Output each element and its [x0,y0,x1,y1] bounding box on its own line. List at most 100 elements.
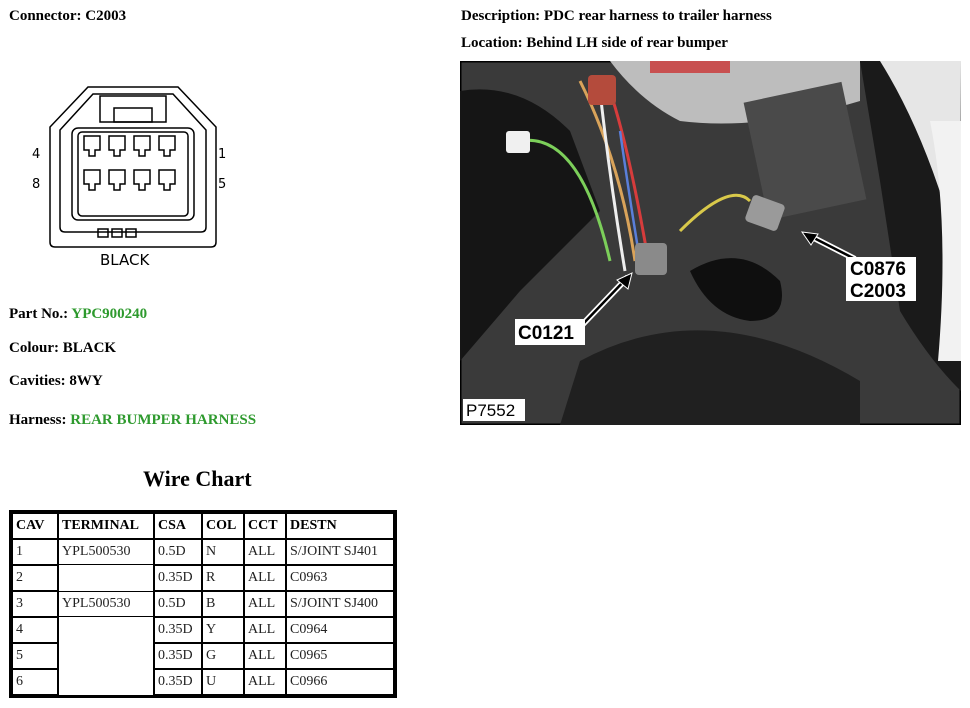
header-cav: CAV [12,513,58,539]
cell-cav: 1 [12,539,58,565]
cell-terminal [58,565,154,591]
cell-destn: C0965 [286,643,394,669]
table-header-row: CAV TERMINAL CSA COL CCT DESTN [12,513,394,539]
header-col: COL [202,513,244,539]
cell-terminal [58,617,154,643]
callout-arrow-c0121-line [581,278,627,326]
cell-destn: S/JOINT SJ400 [286,591,394,617]
harness-value: REAR BUMPER HARNESS [70,412,257,428]
description-label: Description: [461,8,541,24]
bumper-highlight [880,61,961,261]
cell-col: Y [202,617,244,643]
cell-cct: ALL [244,617,286,643]
connector-outline-outer [49,86,217,248]
cell-destn: C0966 [286,669,394,695]
cavity-row-top [83,135,176,157]
description-value: PDC rear harness to trailer harness [543,8,772,24]
wire-green [519,138,612,262]
red-plug [588,75,616,105]
pin-label-4: 4 [32,147,40,162]
cell-terminal [58,669,154,695]
cell-csa: 0.35D [154,669,202,695]
cavity-block-inner [77,131,189,217]
cell-cct: ALL [244,591,286,617]
cavities-value: 8WY [69,373,103,389]
wire-white [598,90,627,272]
table-row: 1 YPL500530 0.5D N ALL S/JOINT SJ401 [12,539,394,565]
description-line: Description: PDC rear harness to trailer… [461,8,772,25]
callout-c2003: C2003 [850,281,906,302]
wire-chart-table: CAV TERMINAL CSA COL CCT DESTN 1 YPL5005… [9,510,397,698]
latch-tab-inner [113,107,153,123]
harness-label: Harness: [9,412,67,428]
table-row: 4 0.35D Y ALL C0964 [12,617,394,643]
cell-col: G [202,643,244,669]
white-trim-right [930,121,961,361]
photo-ref-box [463,399,525,421]
header-destn: DESTN [286,513,394,539]
connector-line: Connector: C2003 [9,8,126,25]
cell-cct: ALL [244,565,286,591]
cavities-line: Cavities: 8WY [9,373,103,390]
cell-csa: 0.35D [154,643,202,669]
cell-cav: 3 [12,591,58,617]
cell-csa: 0.5D [154,539,202,565]
table-row: 3 YPL500530 0.5D B ALL S/JOINT SJ400 [12,591,394,617]
cell-col: R [202,565,244,591]
cell-cav: 6 [12,669,58,695]
pin-label-1: 1 [218,147,226,162]
cell-csa: 0.35D [154,617,202,643]
cell-cct: ALL [244,669,286,695]
cell-col: U [202,669,244,695]
connector-label: Connector: [9,8,82,24]
wire-chart-title: Wire Chart [143,466,252,491]
table-row: 5 0.35D G ALL C0965 [12,643,394,669]
callout-box-c0876 [846,257,916,301]
cell-terminal: YPL500530 [58,539,154,565]
cell-col: B [202,591,244,617]
wire-yellow [678,193,752,233]
callout-arrowhead-c0121 [616,272,633,290]
cell-destn: C0964 [286,617,394,643]
cell-terminal [58,643,154,669]
diagram-color-label: BLACK [100,251,150,269]
key-slot-3 [125,228,137,238]
cell-col: N [202,539,244,565]
key-slot-2 [111,228,123,238]
cavity-block [71,127,195,221]
bracket [743,81,867,221]
part-no-label: Part No.: [9,306,69,322]
location-label: Location: [461,35,523,51]
colour-value: BLACK [62,340,117,356]
part-no-line: Part No.: YPC900240 [9,306,147,323]
cell-cav: 4 [12,617,58,643]
connector-face-diagram: 4 8 1 5 BLACK [32,86,226,269]
callout-arrowhead-c2003 [800,231,819,246]
callout-c0121: C0121 [518,323,574,344]
cell-destn: C0963 [286,565,394,591]
callout-c0876: C0876 [850,259,906,280]
cell-csa: 0.35D [154,565,202,591]
part-no-value: YPC900240 [71,306,148,322]
header-terminal: TERMINAL [58,513,154,539]
callout-arrow-c2003-line [809,234,856,261]
colour-line: Colour: BLACK [9,340,116,357]
key-slot-1 [97,228,109,238]
cavity-row-bottom [83,169,176,191]
floor-panel [560,330,860,425]
table-row: 6 0.35D U ALL C0966 [12,669,394,695]
connector-c2003-plug [745,195,785,231]
header-cct: CCT [244,513,286,539]
cell-cav: 5 [12,643,58,669]
location-photo: C0876 C2003 C0121 P7552 [460,61,961,425]
location-line: Location: Behind LH side of rear bumper [461,35,728,52]
photo-ref: P7552 [466,401,515,420]
harness-lower [690,258,782,321]
cell-cav: 2 [12,565,58,591]
colour-label: Colour: [9,340,59,356]
table-row: 2 0.35D R ALL C0963 [12,565,394,591]
connector-outline-inner [59,93,207,233]
cell-destn: S/JOINT SJ401 [286,539,394,565]
pin-label-5: 5 [218,177,226,192]
cell-cct: ALL [244,539,286,565]
